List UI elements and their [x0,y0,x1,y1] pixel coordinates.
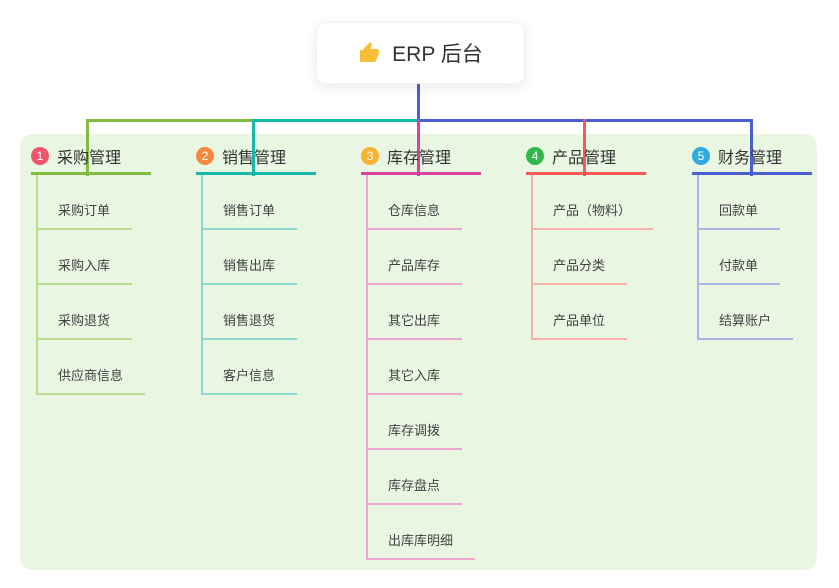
node-item[interactable]: 采购入库 [36,230,133,285]
node-item[interactable]: 产品（物料） [531,175,654,230]
drop-branch4 [583,119,586,176]
branch-inventory-rail [366,175,368,560]
badge-2: 2 [196,146,214,165]
node-item[interactable]: 仓库信息 [366,175,463,230]
node-item[interactable]: 回款单 [697,175,781,230]
root-connector-line [417,82,420,120]
connector-branch2 [252,119,419,122]
drop-branch2 [252,119,255,176]
drop-branch3 [417,119,420,176]
branch-purchase-rail [36,175,38,395]
branch-inventory: 3 库存管理 仓库信息 产品库存 其它出库 其它入库 库存调拨 库存盘点 出库库… [361,145,481,560]
node-item[interactable]: 产品分类 [531,230,628,285]
branch-sales-rail [201,175,203,395]
node-item[interactable]: 出库库明细 [366,505,476,560]
node-item[interactable]: 销售订单 [201,175,298,230]
badge-4: 4 [526,146,544,165]
branch-finance-rail [697,175,699,340]
branch-product-title: 产品管理 [552,149,617,167]
branch-purchase-title: 采购管理 [57,149,122,167]
branch-purchase-header[interactable]: 1 采购管理 [31,145,151,175]
node-item[interactable]: 销售出库 [201,230,298,285]
branch-product-rail [531,175,533,340]
node-item[interactable]: 产品单位 [531,285,628,340]
drop-branch5 [750,119,753,176]
branch-finance-title: 财务管理 [718,149,783,167]
branch-product-header[interactable]: 4 产品管理 [526,145,646,175]
connector-branch5-horizontal [419,119,753,122]
branch-sales: 2 销售管理 销售订单 销售出库 销售退货 客户信息 [196,145,316,395]
branches-background-panel [20,134,817,570]
branch-sales-header[interactable]: 2 销售管理 [196,145,316,175]
branch-inventory-header[interactable]: 3 库存管理 [361,145,481,175]
branch-finance-header[interactable]: 5 财务管理 [692,145,812,175]
node-item[interactable]: 库存盘点 [366,450,463,505]
root-node-label: ERP 后台 [392,43,483,66]
node-item[interactable]: 采购退货 [36,285,133,340]
node-item[interactable]: 库存调拨 [366,395,463,450]
node-item[interactable]: 供应商信息 [36,340,146,395]
node-item[interactable]: 采购订单 [36,175,133,230]
node-item[interactable]: 付款单 [697,230,781,285]
branch-product: 4 产品管理 产品（物料） 产品分类 产品单位 [526,145,654,340]
badge-3: 3 [361,146,379,165]
node-item[interactable]: 客户信息 [201,340,298,395]
thumbs-up-icon [358,41,382,65]
node-item[interactable]: 销售退货 [201,285,298,340]
connector-branch1 [86,119,254,122]
node-item[interactable]: 结算账户 [697,285,794,340]
root-node-erp[interactable]: ERP 后台 [316,22,525,84]
drop-branch1 [86,119,89,176]
badge-1: 1 [31,146,49,165]
branch-finance: 5 财务管理 回款单 付款单 结算账户 [692,145,812,340]
branch-purchase: 1 采购管理 采购订单 采购入库 采购退货 供应商信息 [31,145,151,395]
badge-5: 5 [692,146,710,165]
branch-sales-title: 销售管理 [222,149,287,167]
node-item[interactable]: 其它出库 [366,285,463,340]
node-item[interactable]: 产品库存 [366,230,463,285]
branch-inventory-title: 库存管理 [387,149,452,167]
node-item[interactable]: 其它入库 [366,340,463,395]
